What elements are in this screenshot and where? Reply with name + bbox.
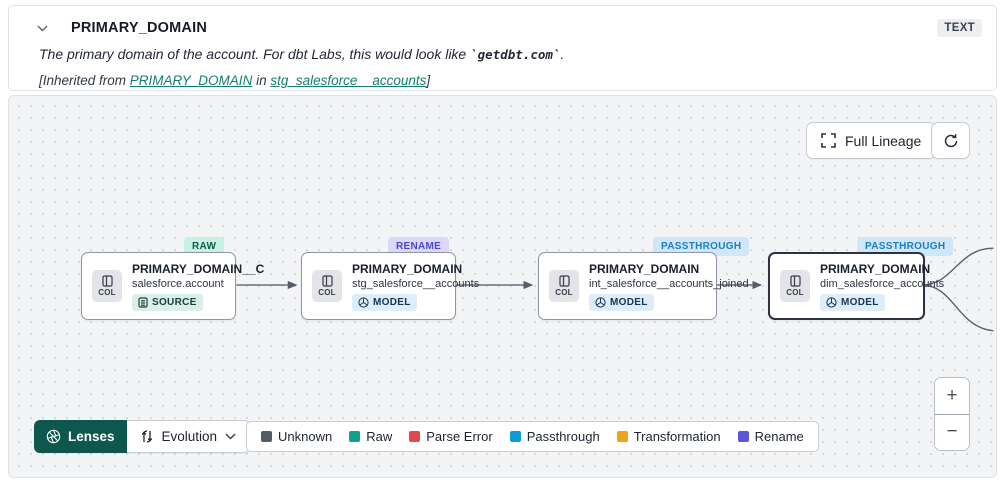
evolution-icon (141, 430, 152, 443)
resource-type-badge: MODEL (589, 293, 654, 311)
column-chip: COL (549, 270, 579, 302)
zoom-control: + − (934, 377, 970, 451)
lineage-node-staging[interactable]: COL PRIMARY_DOMAIN stg_salesforce__accou… (301, 252, 479, 320)
inherited-column-link[interactable]: PRIMARY_DOMAIN (129, 73, 253, 88)
legend-item: Raw (349, 429, 392, 444)
resource-type-badge: SOURCE (132, 293, 203, 311)
model-icon (358, 296, 369, 308)
lineage-canvas[interactable]: Full Lineage RAW RENAME PASSTHROUGH PASS… (8, 95, 997, 478)
node-model-name: stg_salesforce__accounts (352, 277, 480, 290)
data-type-badge: TEXT (937, 19, 982, 37)
node-column-name: PRIMARY_DOMAIN (820, 261, 931, 276)
source-icon (138, 296, 148, 308)
legend-swatch-parse-error (409, 431, 421, 442)
legend-swatch-unknown (261, 431, 272, 442)
evolution-status-badge: RENAME (388, 237, 450, 256)
node-column-name: PRIMARY_DOMAIN (352, 261, 463, 276)
column-icon (789, 275, 801, 287)
legend-swatch-raw (349, 431, 361, 442)
column-icon (558, 275, 570, 287)
column-chip: COL (312, 270, 342, 302)
evolution-legend: Unknown Raw Parse Error Passthrough Tran… (246, 421, 819, 452)
lens-dropdown[interactable]: Evolution (126, 420, 251, 453)
lenses-button[interactable]: Lenses (34, 420, 127, 453)
collapse-chevron-icon[interactable] (31, 17, 53, 39)
legend-swatch-passthrough (509, 431, 521, 442)
legend-swatch-rename (737, 431, 749, 442)
column-icon (321, 275, 333, 287)
column-icon (101, 275, 113, 287)
inherited-model-link[interactable]: stg_salesforce__accounts (270, 73, 427, 88)
model-icon (595, 296, 606, 308)
inline-code: `getdbt.com` (470, 47, 561, 62)
column-name-title: PRIMARY_DOMAIN (71, 20, 207, 36)
refresh-icon (943, 133, 959, 149)
evolution-status-badge: RAW (184, 237, 225, 256)
chevron-down-icon (225, 433, 236, 440)
legend-swatch-transformation (616, 431, 628, 442)
lens-dropdown-value: Evolution (161, 429, 218, 444)
legend-item: Transformation (616, 429, 721, 444)
legend-item: Parse Error (409, 429, 493, 444)
full-lineage-button[interactable]: Full Lineage (806, 122, 937, 159)
resource-type-badge: MODEL (820, 293, 885, 311)
resource-type-badge: MODEL (352, 293, 417, 311)
node-model-name: int_salesforce__accounts_joined (589, 277, 749, 290)
column-detail-card: PRIMARY_DOMAIN TEXT The primary domain o… (8, 5, 997, 91)
lens-aperture-icon (46, 429, 61, 444)
node-model-name: dim_salesforce_accounts (820, 277, 945, 290)
column-description: The primary domain of the account. For d… (39, 46, 565, 62)
lenses-toolbar: Lenses Evolution (34, 420, 251, 453)
legend-item: Passthrough (509, 429, 600, 444)
evolution-status-badge: PASSTHROUGH (653, 237, 750, 256)
lineage-node-source[interactable]: COL PRIMARY_DOMAIN__C salesforce.account… (81, 252, 264, 320)
lineage-node-dim-selected[interactable]: COL PRIMARY_DOMAIN dim_salesforce_accoun… (768, 252, 944, 320)
node-column-name: PRIMARY_DOMAIN__C (132, 261, 265, 276)
expand-icon (821, 133, 836, 148)
legend-item: Unknown (261, 429, 332, 444)
inherited-from-line: [Inherited from PRIMARY_DOMAIN in stg_sa… (39, 73, 431, 88)
column-chip: COL (780, 270, 810, 302)
column-chip: COL (92, 270, 122, 302)
legend-item: Rename (737, 429, 804, 444)
lineage-node-intermediate[interactable]: COL PRIMARY_DOMAIN int_salesforce__accou… (538, 252, 749, 320)
model-icon (826, 296, 837, 308)
node-column-name: PRIMARY_DOMAIN (589, 261, 700, 276)
zoom-in-button[interactable]: + (935, 378, 969, 414)
zoom-out-button[interactable]: − (935, 413, 969, 450)
refresh-button[interactable] (931, 122, 970, 159)
node-model-name: salesforce.account (132, 277, 224, 290)
